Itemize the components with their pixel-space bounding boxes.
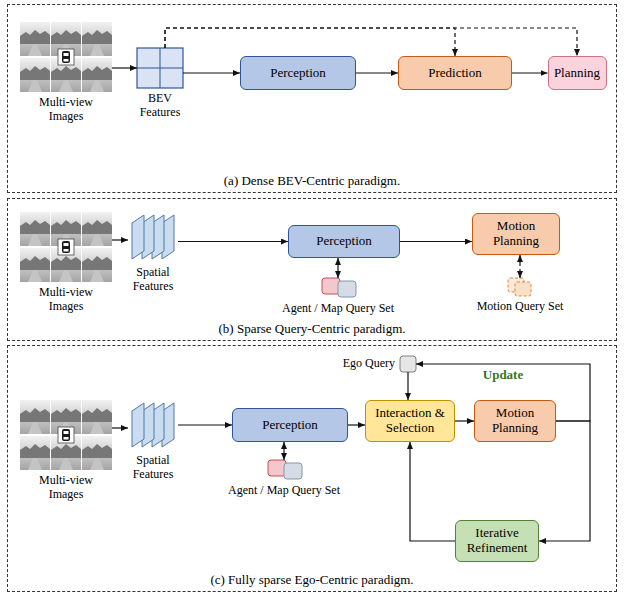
connector-arrow [348, 424, 365, 425]
process-box: Prediction [398, 56, 512, 90]
process-box: Perception [288, 225, 400, 258]
multiview-images: Multi-view Images [20, 22, 112, 92]
node-label: Multi-view Images [34, 286, 98, 314]
connector-arrow [165, 28, 577, 56]
process-box: Perception [240, 56, 356, 90]
paradigm-panel: Multi-view ImagesSpatial FeaturesPercept… [7, 345, 617, 592]
connector-arrow [512, 72, 548, 73]
process-box: Motion Planning [472, 213, 560, 255]
box-label: Perception [316, 234, 372, 249]
query-set: Motion Query Set [508, 278, 532, 296]
motion-query-icon [508, 278, 531, 296]
box-label: Motion Planning [483, 406, 547, 436]
spatial-features-icon [132, 215, 174, 259]
edge-label: Update [483, 368, 523, 383]
connector-arrow [112, 427, 128, 428]
connector-arrow [165, 28, 455, 56]
box-label: Perception [270, 66, 326, 81]
ego-query: Ego Query [400, 356, 416, 372]
panel-caption: (b) Sparse Query-Centric paradigm. [8, 322, 616, 337]
box-label: Interaction & Selection [371, 406, 449, 436]
connector-arrow [410, 442, 455, 541]
connector-arrow [112, 239, 128, 240]
spatial-features-icon [132, 403, 174, 447]
bev-grid-icon [137, 48, 183, 88]
process-box: Planning [548, 56, 607, 90]
box-label: Motion Planning [484, 219, 548, 249]
bev-grid [137, 48, 183, 88]
box-label: Perception [262, 418, 318, 433]
connector-arrow [407, 372, 408, 400]
connector-arrow [337, 258, 338, 278]
bev-features: BEV Features [137, 48, 183, 88]
process-box: Perception [232, 408, 348, 442]
panel-caption: (a) Dense BEV-Centric paradigm. [8, 174, 616, 189]
connector-arrow [178, 241, 288, 242]
connector-arrow [112, 67, 137, 68]
box-label: Iterative Refinement [461, 526, 533, 556]
multiview-images-icon [20, 400, 112, 470]
connector-arrow [455, 420, 474, 421]
connector-arrow [400, 241, 472, 242]
connector-arrow [183, 72, 240, 73]
node-label: Motion Query Set [460, 300, 580, 314]
node-label: Ego Query [343, 357, 395, 371]
node-label: BEV Features [132, 92, 188, 120]
multiview-images-icon [20, 22, 112, 92]
query-set-icon [322, 278, 356, 297]
spatial-features: Spatial Features [128, 400, 178, 450]
node-label: Agent / Map Query Set [268, 302, 408, 316]
process-box: Motion Planning [474, 400, 556, 442]
spatial-features: Spatial Features [128, 212, 178, 262]
box-label: Prediction [428, 66, 481, 81]
connector-arrow [519, 255, 520, 278]
process-box: Iterative Refinement [455, 520, 539, 562]
box-label: Planning [554, 66, 600, 81]
panel-caption: (c) Fully sparse Ego-Centric paradigm. [8, 573, 616, 588]
ego-query-square [400, 356, 416, 372]
connector-arrow [178, 424, 232, 425]
query-set-icon [268, 460, 302, 479]
query-set: Agent / Map Query Set [264, 460, 304, 480]
connector-arrow [356, 72, 398, 73]
multiview-images: Multi-view Images [20, 400, 112, 470]
paradigm-panel: Multi-view ImagesSpatial FeaturesPercept… [7, 198, 617, 341]
node-label: Spatial Features [125, 266, 181, 294]
node-label: Multi-view Images [34, 474, 98, 502]
node-label: Spatial Features [125, 454, 181, 482]
multiview-images: Multi-view Images [20, 212, 112, 282]
paradigm-panel: Multi-view ImagesBEV FeaturesPerceptionP… [7, 4, 617, 193]
motion-query [515, 282, 531, 296]
connector-arrow [283, 442, 284, 460]
process-box: Interaction & Selection [365, 400, 455, 442]
node-label: Agent / Map Query Set [214, 484, 354, 498]
query-set: Agent / Map Query Set [318, 278, 358, 298]
multiview-images-icon [20, 212, 112, 282]
bev-grid-line [137, 68, 183, 69]
node-label: Multi-view Images [34, 96, 98, 124]
